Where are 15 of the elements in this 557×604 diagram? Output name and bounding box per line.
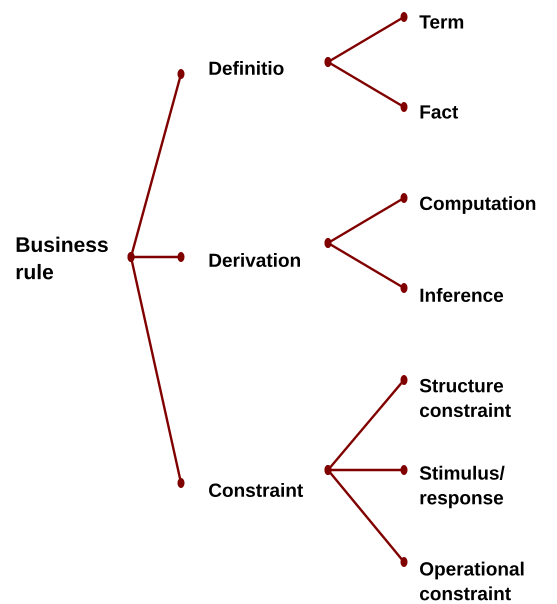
connector <box>324 57 408 112</box>
branch-label: Computation <box>420 196 536 214</box>
connector <box>324 465 408 567</box>
connector <box>128 252 184 488</box>
branch-label: Derivation <box>210 253 300 267</box>
branch-label: Stimulus/ response <box>420 466 505 508</box>
branch-label: Inference <box>420 288 504 302</box>
branch-label: Business rule <box>16 236 108 280</box>
branch-label: Operational constraint <box>420 562 524 600</box>
branch-label: Constraint <box>209 483 304 497</box>
branch-label: Fact <box>420 105 458 119</box>
branch-label: Definitio <box>210 61 284 75</box>
branch-label: Term <box>419 15 464 29</box>
connector <box>324 238 408 293</box>
branch-label: Structure constraint <box>420 378 511 418</box>
